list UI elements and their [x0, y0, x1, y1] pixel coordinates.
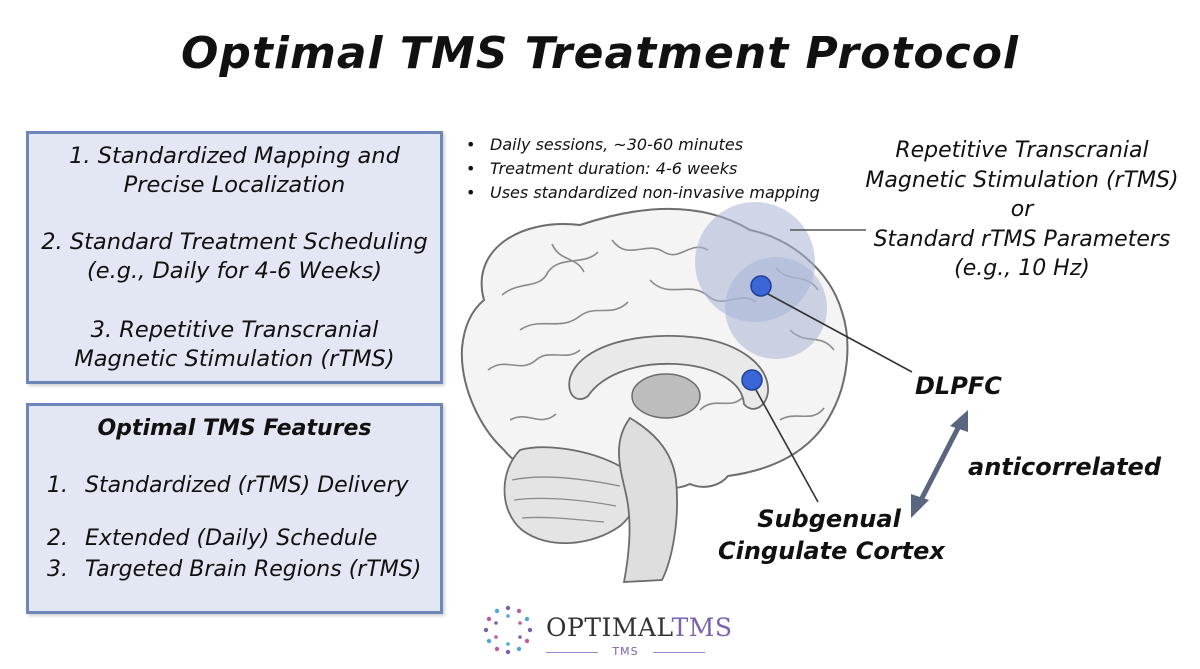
optimaltms-logo-icon — [483, 605, 533, 655]
rtms-line: or — [1010, 197, 1034, 222]
step-text: Magnetic Stimulation (rTMS) — [74, 346, 395, 372]
protocol-steps-panel: 1. Standardized Mapping and Precise Loca… — [26, 131, 443, 384]
rtms-line: (e.g., 10 Hz) — [954, 256, 1090, 281]
dlpfc-label: DLPFC — [915, 372, 1002, 400]
logo-text-accent: TMS — [671, 613, 733, 642]
bullet-item: Daily sessions, ~30-60 minutes — [464, 133, 820, 157]
protocol-step-3: 3. Repetitive Transcranial Magnetic Stim… — [29, 316, 440, 374]
cerebellum-shape — [503, 446, 637, 545]
step-text: 2. Standard Treatment Scheduling — [41, 229, 428, 255]
sgacc-target-dot — [741, 369, 763, 391]
bullet-item: Treatment duration: 4-6 weeks — [464, 157, 820, 181]
anticorrelated-label: anticorrelated — [968, 453, 1161, 481]
feature-number: 1. — [47, 473, 68, 498]
protocol-step-1: 1. Standardized Mapping and Precise Loca… — [29, 142, 440, 200]
dlpfc-target-dot — [750, 275, 772, 297]
logo-subtext: TMS — [546, 645, 705, 658]
logo-wordmark: OPTIMALTMS — [546, 613, 733, 643]
feature-item: 1. Standardized (rTMS) Delivery — [47, 472, 409, 500]
thalamus-shape — [631, 373, 701, 419]
sgacc-connector-line — [755, 389, 819, 503]
brainstem-shape — [618, 416, 678, 583]
feature-item: 2. Extended (Daily) Schedule — [47, 525, 377, 553]
feature-number: 2. — [47, 526, 68, 551]
bullet-item: Uses standardized non-invasive mapping — [464, 181, 820, 205]
label-line: Subgenual — [757, 505, 901, 533]
step-text: 3. Repetitive Transcranial — [90, 317, 379, 343]
corpus-callosum-shape — [568, 335, 769, 410]
subgenual-cingulate-label: Subgenual Cingulate Cortex — [718, 503, 945, 567]
dlpfc-highlight-circle — [725, 257, 827, 359]
feature-text: Extended (Daily) Schedule — [85, 526, 378, 551]
step-text: (e.g., Daily for 4-6 Weeks) — [86, 258, 383, 284]
rtms-label: Repetitive Transcranial Magnetic Stimula… — [850, 136, 1194, 284]
label-line: Cingulate Cortex — [718, 537, 945, 565]
anticorrelation-arrow — [911, 410, 968, 518]
feature-number: 3. — [47, 557, 68, 582]
rtms-line: Magnetic Stimulation (rTMS) — [865, 167, 1179, 193]
feature-text: Standardized (rTMS) Delivery — [85, 473, 409, 498]
protocol-step-2: 2. Standard Treatment Scheduling (e.g., … — [29, 228, 440, 286]
step-text: Precise Localization — [123, 172, 346, 198]
page-title: Optimal TMS Treatment Protocol — [180, 28, 1020, 79]
rtms-line: Standard rTMS Parameters — [873, 226, 1171, 252]
features-heading: Optimal TMS Features — [97, 416, 372, 441]
feature-item: 3. Targeted Brain Regions (rTMS) — [47, 556, 421, 584]
feature-text: Targeted Brain Regions (rTMS) — [85, 557, 422, 582]
dlpfc-connector-line — [767, 293, 913, 373]
logo-text-main: OPTIMAL — [546, 613, 672, 642]
features-panel: Optimal TMS Features 1. Standardized (rTM… — [26, 403, 443, 614]
step-text: 1. Standardized Mapping and — [69, 143, 400, 169]
session-bullets: Daily sessions, ~30-60 minutes Treatment… — [464, 133, 820, 205]
rtms-line: Repetitive Transcranial — [895, 138, 1149, 163]
